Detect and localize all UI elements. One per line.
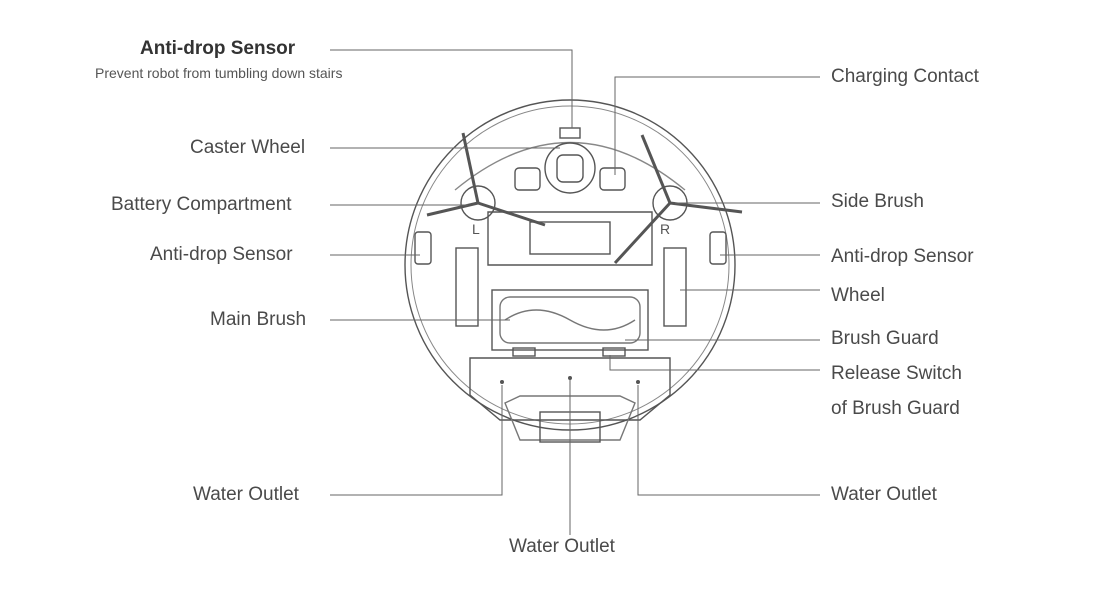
label-charging-contact: Charging Contact bbox=[831, 66, 979, 87]
right-anti-drop-sensor-shape bbox=[709, 231, 727, 265]
water-tank-shape bbox=[469, 357, 671, 421]
left-wheel-shape bbox=[455, 247, 479, 327]
anti-drop-sensor-top-desc: Prevent robot from tumbling down stairs bbox=[95, 65, 343, 81]
label-wheel: Wheel bbox=[831, 285, 885, 306]
label-release-switch-line1: Release Switch bbox=[831, 363, 962, 384]
right-wheel-shape bbox=[663, 247, 687, 327]
label-release-switch-line2: of Brush Guard bbox=[831, 398, 960, 419]
battery-label-area bbox=[529, 221, 611, 255]
anti-drop-sensor-top-title: Anti-drop Sensor bbox=[140, 38, 296, 59]
label-caster-wheel: Caster Wheel bbox=[190, 137, 306, 158]
left-anti-drop-sensor-shape bbox=[414, 231, 432, 265]
label-battery-compartment: Battery Compartment bbox=[111, 194, 292, 215]
right-brush-letter: R bbox=[660, 221, 670, 237]
label-water-outlet-left: Water Outlet bbox=[193, 484, 299, 505]
charging-contact-right-shape bbox=[599, 167, 626, 191]
label-main-brush: Main Brush bbox=[210, 309, 307, 330]
left-brush-letter: L bbox=[472, 221, 480, 237]
label-anti-drop-left: Anti-drop Sensor bbox=[150, 244, 293, 265]
label-water-outlet-bottom: Water Outlet bbox=[509, 536, 615, 557]
label-side-brush: Side Brush bbox=[831, 191, 924, 212]
battery-compartment-shape bbox=[487, 211, 653, 266]
label-brush-guard: Brush Guard bbox=[831, 328, 939, 349]
charging-contact-left-shape bbox=[514, 167, 541, 191]
top-anti-drop-sensor-shape bbox=[559, 127, 581, 139]
label-anti-drop-right: Anti-drop Sensor bbox=[831, 246, 974, 267]
caster-wheel-shape bbox=[544, 142, 596, 194]
label-water-outlet-right: Water Outlet bbox=[831, 484, 937, 505]
release-switch-right-shape bbox=[602, 347, 626, 357]
left-side-brush-hub bbox=[460, 185, 496, 221]
release-switch-left-shape bbox=[512, 347, 536, 357]
